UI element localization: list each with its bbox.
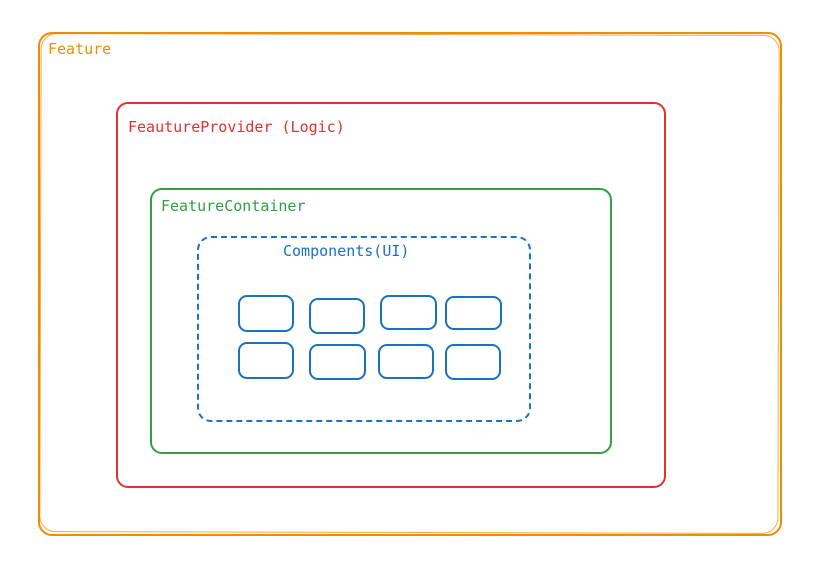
component-tile — [238, 342, 294, 379]
feature-container-box — [150, 188, 612, 454]
feature-label: Feature — [48, 40, 112, 58]
component-tile — [445, 344, 501, 380]
component-tile — [378, 344, 434, 379]
feature-provider-box — [116, 102, 666, 488]
feature-provider-label: FeautureProvider (Logic) — [128, 118, 345, 136]
component-tile — [238, 295, 294, 332]
feature-box — [38, 32, 782, 536]
components-box — [197, 236, 531, 422]
components-label: Components(UI) — [283, 242, 410, 260]
component-tile — [380, 295, 437, 330]
component-tile — [309, 344, 366, 380]
component-tile — [309, 298, 365, 334]
feature-container-label: FeatureContainer — [161, 197, 306, 215]
component-tile — [445, 296, 502, 330]
